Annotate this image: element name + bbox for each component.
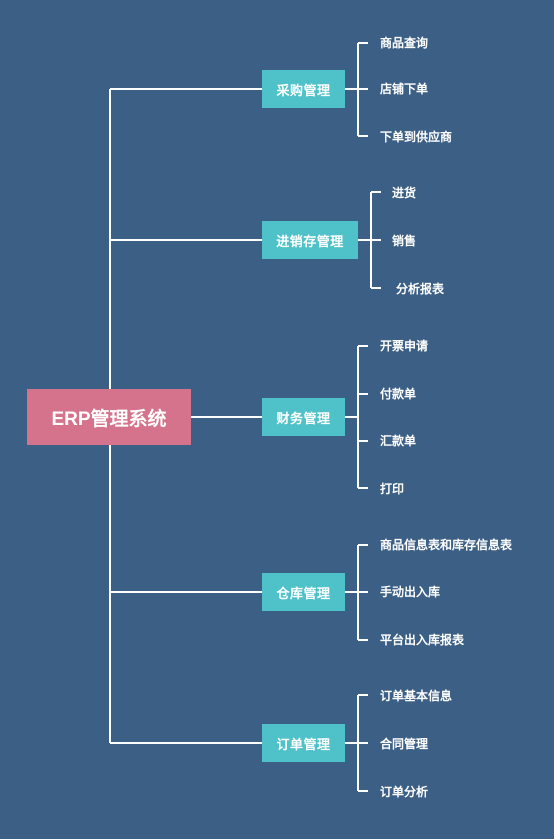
leaf-item[interactable]: 打印 [380,482,405,496]
category-inventory[interactable]: 进销存管理 [262,221,358,259]
category-purchase[interactable]: 采购管理 [262,70,345,108]
leaf-item[interactable]: 订单基本信息 [380,689,453,703]
leaf-item[interactable]: 销售 [392,234,417,248]
root-node[interactable]: ERP管理系统 [27,389,191,445]
leaf-item[interactable]: 合同管理 [380,737,429,751]
leaf-item[interactable]: 开票申请 [380,339,429,353]
leaf-item[interactable]: 汇款单 [380,434,417,448]
leaf-item[interactable]: 订单分析 [380,785,429,799]
leaf-item[interactable]: 下单到供应商 [380,130,453,144]
leaf-item[interactable]: 商品查询 [380,36,429,50]
category-orders[interactable]: 订单管理 [262,724,345,762]
leaf-item[interactable]: 付款单 [380,387,417,401]
category-finance[interactable]: 财务管理 [262,398,345,436]
leaf-item[interactable]: 进货 [392,186,417,200]
leaf-item[interactable]: 店铺下单 [380,82,429,96]
leaf-item[interactable]: 手动出入库 [380,585,441,599]
leaf-item[interactable]: 商品信息表和库存信息表 [380,538,513,552]
category-warehouse[interactable]: 仓库管理 [262,573,345,611]
leaf-item[interactable]: 分析报表 [396,282,445,296]
leaf-item[interactable]: 平台出入库报表 [380,633,465,647]
